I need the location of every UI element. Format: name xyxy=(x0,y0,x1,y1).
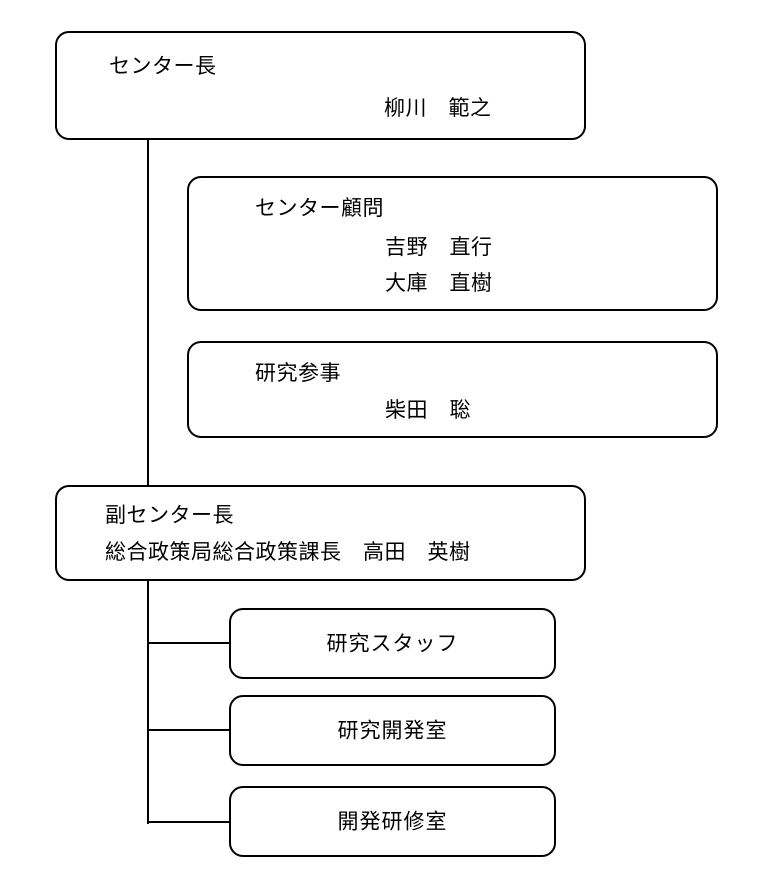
research-development-office-label: 研究開発室 xyxy=(337,718,448,742)
center-advisor-name-2: 大庫 直樹 xyxy=(385,271,493,295)
center-advisor-name-1: 吉野 直行 xyxy=(385,235,493,259)
box-research-counselor[interactable]: 研究参事 柴田 聡 xyxy=(187,341,718,438)
box-development-training-office[interactable]: 開発研修室 xyxy=(229,786,556,857)
box-research-staff[interactable]: 研究スタッフ xyxy=(229,608,556,679)
development-training-office-label: 開発研修室 xyxy=(337,809,448,833)
connector-deputy-trunk xyxy=(147,580,149,824)
box-deputy-center-director[interactable]: 副センター長 総合政策局総合政策課長 高田 英樹 xyxy=(55,485,586,581)
research-counselor-name: 柴田 聡 xyxy=(385,398,471,422)
box-center-advisor[interactable]: センター顧問 吉野 直行 大庫 直樹 xyxy=(187,176,718,311)
connector-director-to-deputy xyxy=(147,139,149,486)
research-staff-label: 研究スタッフ xyxy=(326,631,459,655)
connector-branch-research-staff xyxy=(147,642,231,644)
center-director-name: 柳川 範之 xyxy=(384,96,492,120)
box-research-development-office[interactable]: 研究開発室 xyxy=(229,695,556,766)
center-director-title: センター長 xyxy=(109,54,217,78)
center-advisor-title: センター顧問 xyxy=(255,196,384,220)
connector-branch-rd-office xyxy=(147,729,231,731)
connector-branch-training-office xyxy=(147,821,231,823)
deputy-center-director-subtitle: 総合政策局総合政策課長 高田 英樹 xyxy=(105,540,471,564)
deputy-center-director-title: 副センター長 xyxy=(105,503,234,527)
box-center-director[interactable]: センター長 柳川 範之 xyxy=(55,31,586,140)
research-counselor-title: 研究参事 xyxy=(255,361,341,385)
